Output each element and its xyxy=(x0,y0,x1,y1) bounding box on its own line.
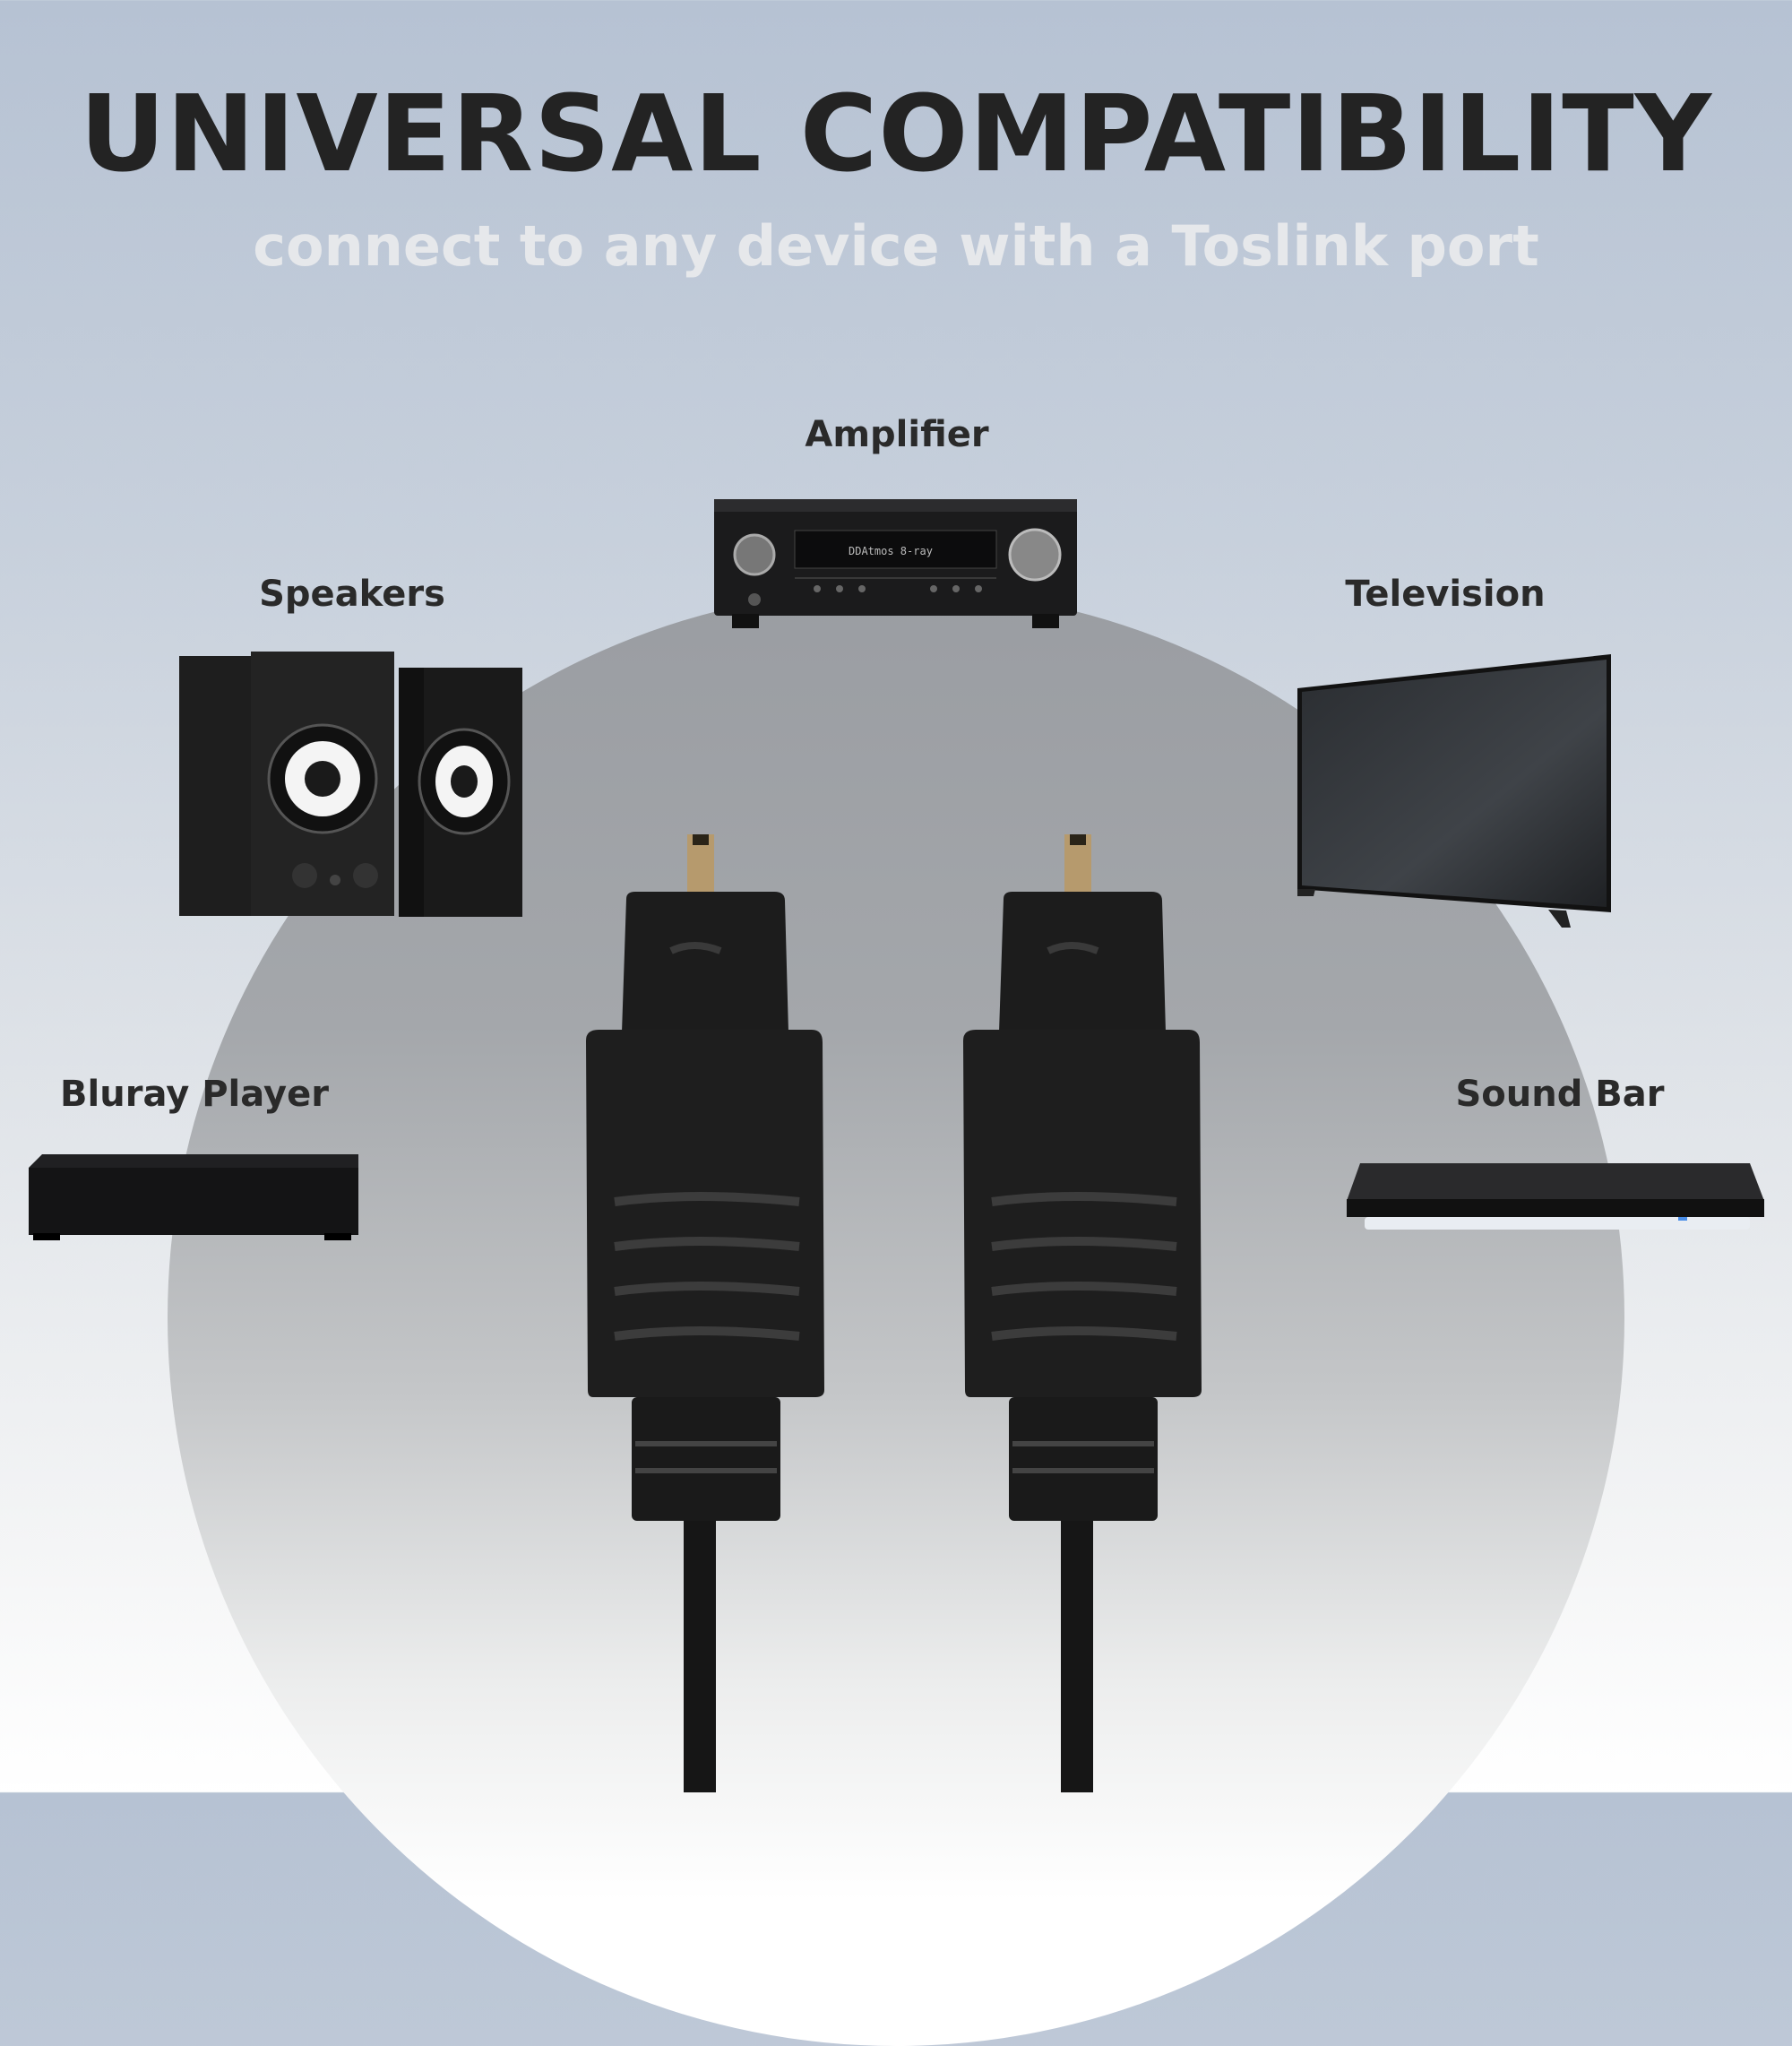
toslink-connector-left xyxy=(586,834,824,1792)
page-subtitle: connect to any device with a Toslink por… xyxy=(253,213,1539,279)
bluray-player-icon xyxy=(29,1154,358,1241)
device-label-television: Television xyxy=(1345,574,1546,615)
device-label-amplifier: Amplifier xyxy=(805,414,989,455)
device-label-bluray: Bluray Player xyxy=(60,1074,329,1115)
device-label-speakers: Speakers xyxy=(259,574,445,615)
toslink-connector-icon xyxy=(963,834,1202,1792)
toslink-connector-right xyxy=(963,834,1202,1792)
television-icon xyxy=(1297,654,1613,928)
speakers-icon xyxy=(179,652,524,920)
page-title: UNIVERSAL COMPATIBILITY xyxy=(79,72,1713,195)
toslink-connector-icon xyxy=(586,834,824,1792)
amplifier-display: DDAtmos 8-ray xyxy=(849,545,933,557)
sound-bar-icon xyxy=(1347,1163,1764,1233)
amplifier-icon: DDAtmos 8-ray xyxy=(714,499,1077,630)
device-label-soundbar: Sound Bar xyxy=(1455,1074,1665,1115)
